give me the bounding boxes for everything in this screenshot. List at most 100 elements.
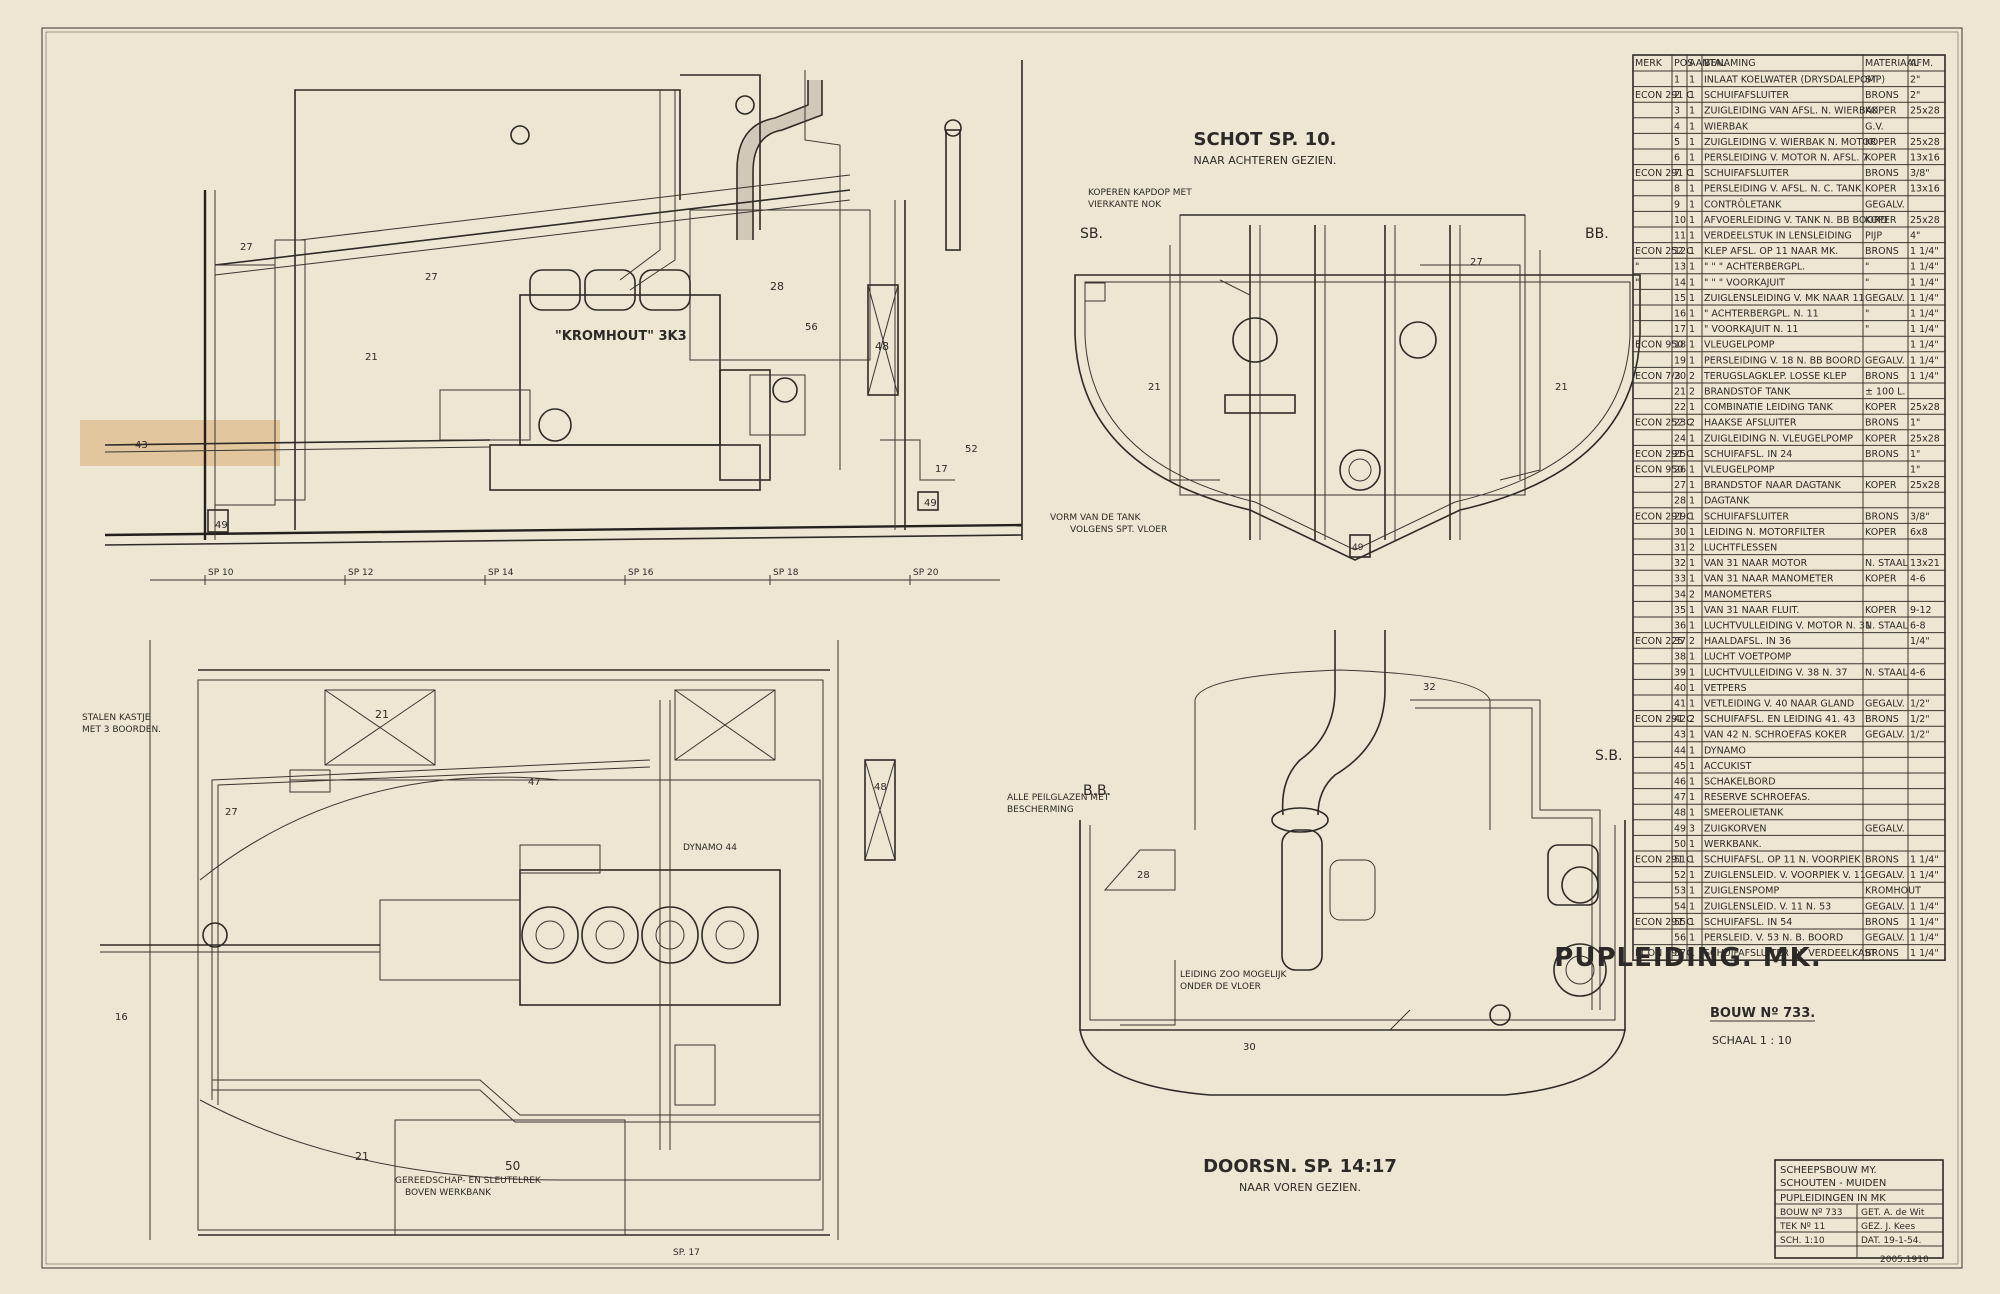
table-cell: 12 [1674, 246, 1686, 257]
table-cell: 49 [1674, 823, 1686, 834]
table-cell: 1 1/4" [1910, 246, 1939, 257]
table-cell: 50 [1674, 839, 1686, 850]
table-cell: BRONS [1865, 90, 1899, 101]
table-cell: ZUIGLEIDING V. WIERBAK N. MOTOR [1704, 137, 1877, 148]
table-cell: 1 1/4" [1910, 324, 1939, 335]
table-cell: LUCHTVULLEIDING V. 38 N. 37 [1704, 667, 1847, 678]
table-cell: ZUIGLEIDING N. VLEUGELPOMP [1704, 433, 1853, 444]
side-label-sb: S.B. [1595, 748, 1622, 764]
table-cell: INLAAT KOELWATER (DRYSDALEPOMP) [1704, 75, 1885, 86]
table-cell: 2 [1689, 543, 1695, 554]
table-cell: 27 [1674, 480, 1686, 491]
table-cell: KOPER [1865, 153, 1897, 164]
table-cell: SCHUIFAFSL. OP 11 N. VOORPIEK [1704, 855, 1861, 866]
table-cell: " ACHTERBERGPL. N. 11 [1704, 309, 1819, 320]
table-cell: 6-8 [1910, 621, 1926, 632]
table-cell: " [1865, 277, 1869, 288]
table-cell: SCHUIFAFSL. EN LEIDING 41. 43 [1704, 714, 1855, 725]
table-cell: 1 [1689, 574, 1695, 585]
table-cell: SCHUIFAFSLUITER [1704, 511, 1789, 522]
table-cell: 23 [1674, 418, 1686, 429]
table-cell: 51 [1674, 855, 1686, 866]
table-cell: VAN 42 N. SCHROEFAS KOKER [1704, 730, 1847, 741]
table-cell: 1/2" [1910, 714, 1930, 725]
svg-text:52: 52 [965, 444, 978, 455]
table-cell: " [1635, 277, 1639, 288]
section-sp14-17: DOORSN. SP. 14:17 NAAR VOREN GEZIEN. B.B… [1007, 630, 1626, 1194]
table-cell: 13x21 [1910, 558, 1940, 569]
table-cell: ECON 291 C [1635, 168, 1693, 179]
table-cell: N. STAAL [1865, 558, 1909, 569]
table-cell: 15 [1674, 293, 1686, 304]
table-cell: 1 [1689, 199, 1695, 210]
table-cell: KOPER [1865, 402, 1897, 413]
dynamo-label: DYNAMO 44 [683, 843, 737, 853]
svg-text:30: 30 [1243, 1042, 1256, 1053]
table-cell: 21 [1674, 387, 1686, 398]
table-cell: BRONS [1865, 449, 1899, 460]
table-cell: 1 [1689, 402, 1695, 413]
svg-text:50: 50 [505, 1159, 520, 1173]
table-cell: PERSLEID. V. 53 N. B. BOORD [1704, 933, 1843, 944]
table-cell: HAALDAFSL. IN 36 [1704, 636, 1791, 647]
section-sp10: SCHOT SP. 10. NAAR ACHTEREN GEZIEN. SB. … [1050, 129, 1641, 561]
drawing-title: PUPLEIDINGEN IN MK [1780, 1193, 1886, 1204]
table-cell: 1 [1689, 761, 1695, 772]
table-cell: 1 [1689, 246, 1695, 257]
note: STALEN KASTJE [82, 713, 151, 723]
table-cell: BRONS [1865, 917, 1899, 928]
table-cell: 1 [1689, 667, 1695, 678]
note: VOLGENS SPT. VLOER [1070, 525, 1167, 535]
table-cell: ECON 950 [1635, 465, 1683, 476]
table-cell: " " " ACHTERBERGPL. [1704, 262, 1805, 273]
svg-text:49: 49 [924, 498, 937, 509]
table-cell: 8 [1674, 184, 1680, 195]
table-cell: PERSLEIDING V. AFSL. N. C. TANK [1704, 184, 1862, 195]
tek-nr: TEK Nº 11 [1779, 1222, 1825, 1232]
table-cell: 11 [1674, 231, 1686, 242]
table-cell: 1 [1674, 75, 1680, 86]
table-cell: 1 [1689, 886, 1695, 897]
table-cell: MANOMETERS [1704, 589, 1772, 600]
engine-label: "KROMHOUT" 3K3 [555, 329, 687, 344]
table-cell: 39 [1674, 667, 1686, 678]
table-cell: 56 [1674, 933, 1686, 944]
drawing-date: DAT. 19-1-54. [1861, 1236, 1921, 1246]
side-view: SP 10 SP 12 SP 14 SP 16 SP 18 SP 20 "KRO… [104, 60, 1023, 585]
table-cell: KOPER [1865, 574, 1897, 585]
checked-by: GEZ. J. Kees [1861, 1222, 1915, 1232]
table-cell: 44 [1674, 745, 1686, 756]
table-cell: 1 [1689, 340, 1695, 351]
table-cell: BRONS [1865, 511, 1899, 522]
note: KOPEREN KAPDOP MET [1088, 188, 1192, 198]
table-cell: ECON 291 C [1635, 855, 1693, 866]
table-cell: 2 [1689, 636, 1695, 647]
frame-label: SP. 17 [673, 1248, 700, 1258]
table-cell: 4-6 [1910, 667, 1926, 678]
table-cell: 42 [1674, 714, 1686, 725]
table-header: MATERIAAL [1865, 58, 1919, 69]
table-cell: 25x28 [1910, 402, 1940, 413]
table-cell: SCHUIFAFSLUITER [1704, 168, 1789, 179]
table-cell: 1 [1689, 168, 1695, 179]
table-cell: " [1865, 262, 1869, 273]
table-cell: " [1865, 309, 1869, 320]
note: LEIDING ZOO MOGELIJK [1180, 970, 1288, 980]
main-title: PUPLEIDING. MK. [1554, 943, 1821, 973]
table-cell: ZUIGLENSLEID. V. VOORPIEK V. 11 [1704, 870, 1866, 881]
